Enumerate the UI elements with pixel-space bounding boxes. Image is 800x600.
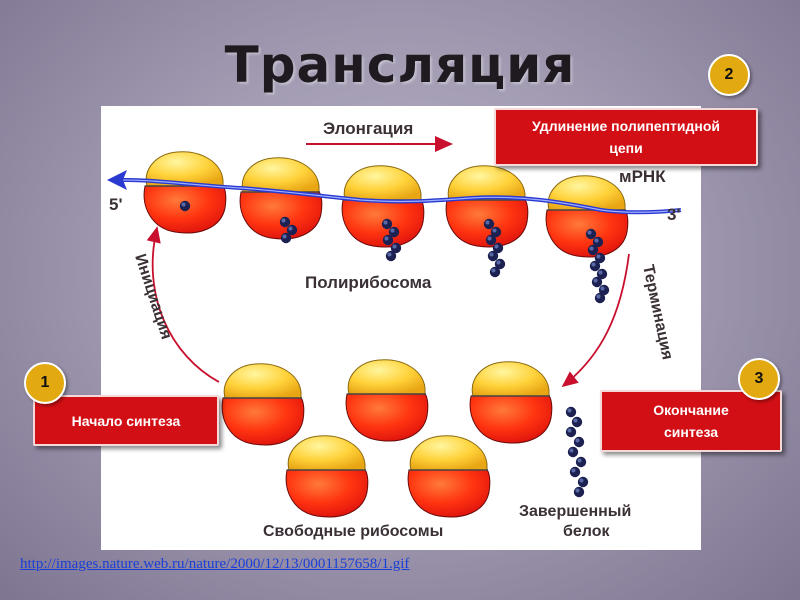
- finished-protein: [565, 406, 589, 498]
- callout-initiation: Начало синтеза: [33, 395, 219, 446]
- free-ribosome-4: [285, 435, 369, 518]
- step-1-badge: 1: [24, 362, 66, 404]
- elongation-label: Элонгация: [323, 119, 413, 138]
- ribosome-3: [341, 165, 425, 248]
- ribosome-1: [143, 151, 227, 234]
- callout-elongation: Удлинение полипептидной цепи: [494, 108, 758, 166]
- finished-protein-label-2: белок: [563, 523, 611, 540]
- free-ribosome-2: [345, 359, 429, 442]
- ribosome-5: [545, 175, 629, 258]
- polyribosome-label: Полирибосома: [305, 273, 432, 292]
- mrna-5prime-arrowhead: [107, 170, 127, 190]
- termination-arrow: [561, 253, 630, 388]
- five-prime-label: 5': [109, 195, 123, 214]
- free-ribosome-5: [407, 435, 491, 518]
- callout-termination-line1: Окончание: [653, 402, 729, 418]
- callout-termination-line2: синтеза: [663, 424, 719, 440]
- free-ribosomes: [221, 359, 553, 518]
- termination-label: Терминация: [639, 263, 676, 361]
- callout-initiation-line1: Начало синтеза: [71, 412, 181, 429]
- three-prime-label: 3': [667, 205, 681, 224]
- free-ribosome-3: [469, 361, 553, 444]
- mrna-label: мРНК: [619, 167, 666, 186]
- translation-diagram: Элонгация 5' 3' мРНК Полирибосома Иници: [101, 106, 701, 550]
- ribosome-4: [445, 165, 529, 248]
- initiation-arrow: [146, 226, 220, 383]
- source-link[interactable]: http://images.nature.web.ru/nature/2000/…: [20, 556, 410, 572]
- step-2-badge: 2: [708, 54, 750, 96]
- ribosome-2: [239, 157, 323, 240]
- callout-elongation-line1: Удлинение полипептидной: [531, 118, 720, 134]
- mrna-highlight: [120, 179, 682, 213]
- step-3-badge: 3: [738, 358, 780, 400]
- free-ribosome-1: [221, 363, 305, 446]
- finished-protein-label-1: Завершенный: [519, 503, 631, 520]
- callout-termination: Окончание синтеза: [600, 390, 782, 452]
- callout-elongation-line2: цепи: [609, 140, 643, 156]
- free-ribosomes-label: Свободные рибосомы: [263, 523, 443, 540]
- slide-title: Трансляция: [224, 36, 576, 94]
